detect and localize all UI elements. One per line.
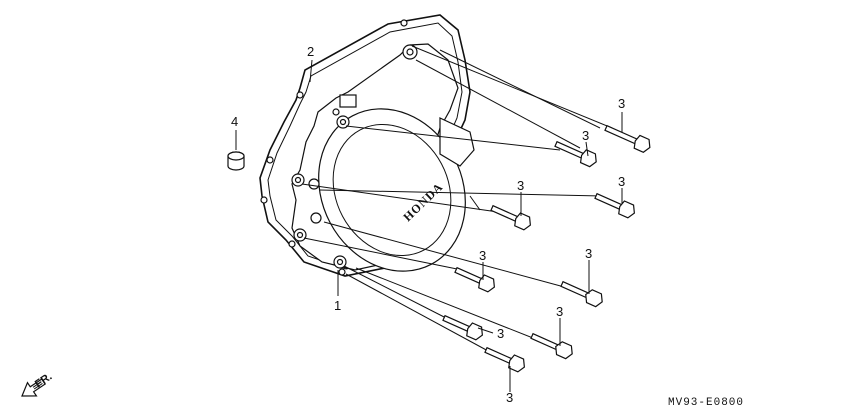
callout-3: 3 bbox=[497, 326, 504, 341]
dowel-pin-part-4 bbox=[227, 130, 245, 171]
callout-4: 4 bbox=[231, 114, 238, 129]
bolt bbox=[484, 346, 526, 373]
flange-bolts-part-3 bbox=[442, 124, 651, 373]
callout-1: 1 bbox=[334, 298, 341, 313]
front-direction-arrow bbox=[21, 378, 47, 397]
callout-3: 3 bbox=[585, 246, 592, 261]
callout-leaders bbox=[309, 59, 623, 392]
callout-3: 3 bbox=[517, 178, 524, 193]
bolt bbox=[442, 314, 484, 341]
callout-3: 3 bbox=[479, 248, 486, 263]
bolt bbox=[554, 140, 597, 168]
callout-3: 3 bbox=[618, 174, 625, 189]
bolt bbox=[604, 124, 651, 153]
bolt bbox=[454, 266, 496, 293]
bolt bbox=[594, 192, 636, 219]
callout-3: 3 bbox=[618, 96, 625, 111]
bolt bbox=[490, 204, 532, 231]
callout-3: 3 bbox=[582, 128, 589, 143]
bolt bbox=[530, 332, 573, 360]
leader-lines bbox=[301, 45, 613, 353]
callout-2: 2 bbox=[307, 44, 314, 59]
callout-3: 3 bbox=[556, 304, 563, 319]
callout-3: 3 bbox=[506, 390, 513, 405]
diagram-code: MV93-E0800 bbox=[668, 397, 744, 409]
bolt bbox=[560, 280, 603, 308]
